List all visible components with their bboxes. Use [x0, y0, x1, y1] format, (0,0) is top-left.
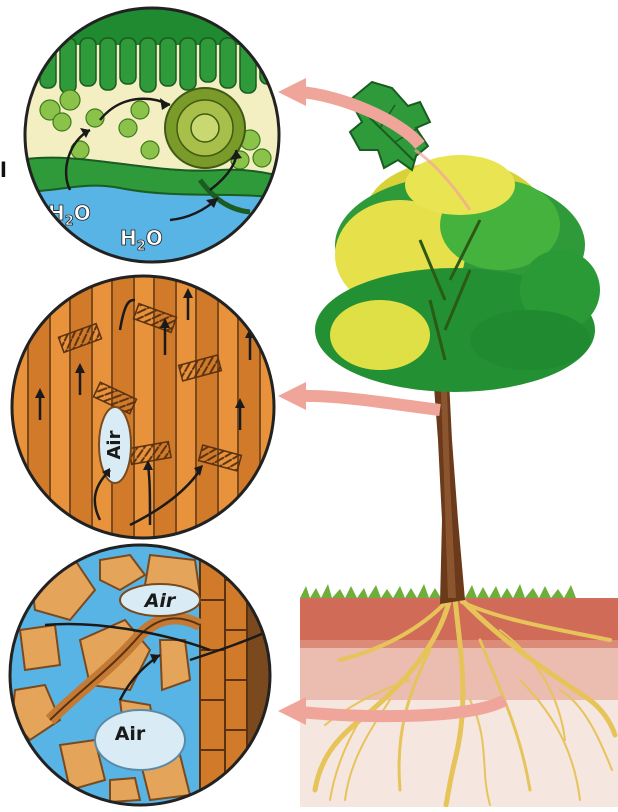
stem-air-label: Air — [104, 430, 125, 459]
root-air-label-2: Air — [115, 723, 146, 745]
cropped-edge-label: l — [0, 158, 7, 182]
root-soil-cross-section: Air Air — [8, 545, 278, 807]
leaf-cross-section: H2O H2O — [20, 5, 290, 270]
xylem-cross-section: Air — [10, 275, 280, 540]
root-air-label-1: Air — [143, 590, 177, 612]
